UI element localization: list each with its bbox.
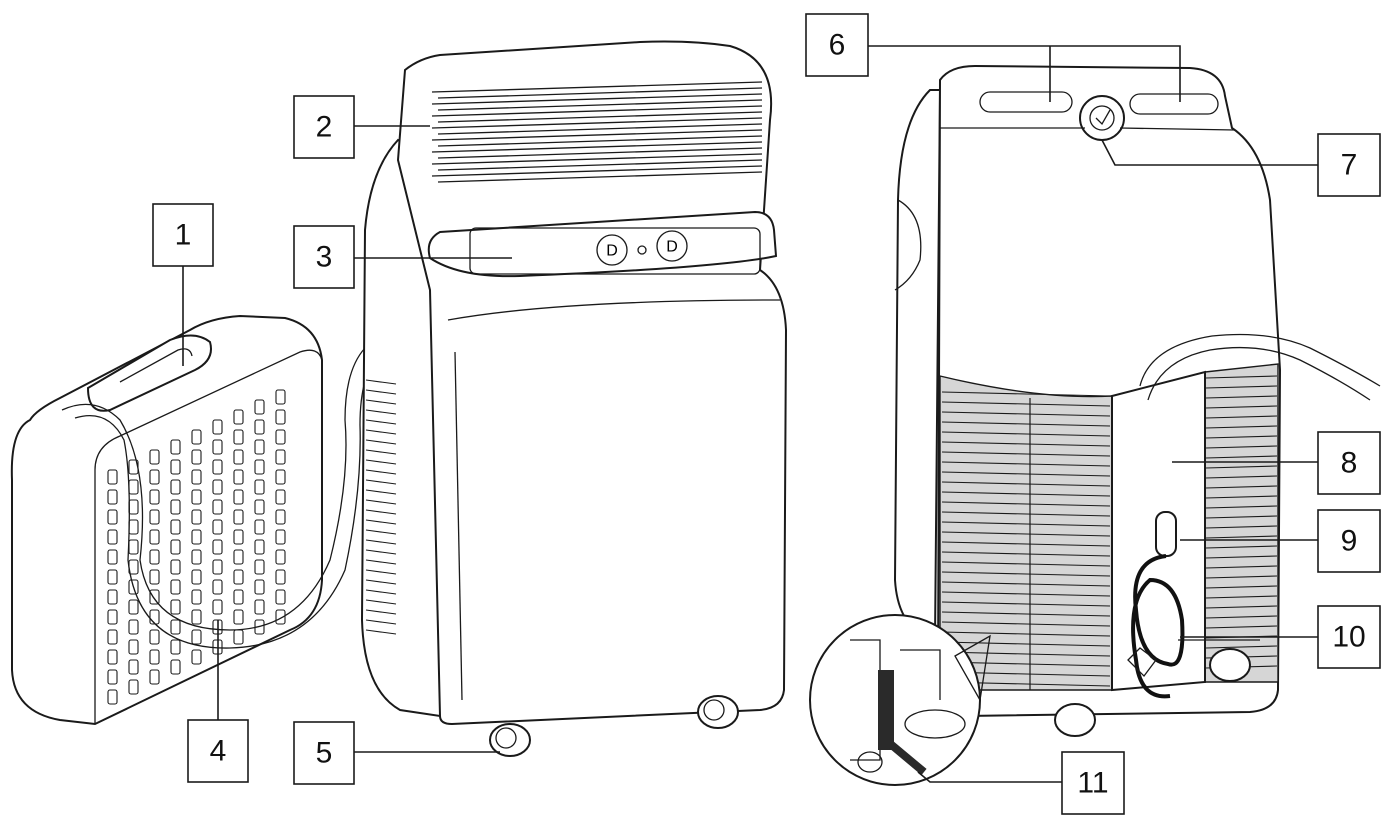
handle-slot-right [1129,93,1219,115]
handle-slot-left [979,91,1073,113]
rear-view-unit [809,64,1381,786]
callout-2-label: 2 [316,111,333,144]
callout-9-label: 9 [1341,525,1358,558]
callout-1-label: 1 [175,219,192,252]
callout-2: 2 [293,95,355,159]
callout-6: 6 [805,13,869,77]
rear-wheels [1054,648,1251,737]
callout-6-label: 6 [829,29,846,62]
callout-1: 1 [152,203,214,267]
svg-text:D: D [606,243,618,260]
svg-text:D: D [666,239,678,256]
rear-air-inlet-grille-right [1204,363,1279,683]
callout-5: 5 [293,721,355,785]
leader-11 [917,771,1062,783]
top-air-outlet-grille [431,81,763,183]
rear-knob-icon [1079,95,1125,141]
control-knob-right-icon [656,230,688,262]
callout-3: 3 [293,225,355,289]
drain-detail-inset [809,614,991,786]
callout-4: 4 [187,719,249,783]
callout-7: 7 [1317,133,1381,197]
callout-8-label: 8 [1341,447,1358,480]
callout-9: 9 [1317,509,1381,573]
front-view-unit: D D [360,40,788,757]
callout-4-label: 4 [210,735,227,768]
rear-air-inlet-grille [939,375,1113,691]
plug-holder-icon [1155,511,1177,557]
panel-vent-grid [107,389,286,705]
leader-7 [1101,139,1318,166]
callout-5-label: 5 [316,737,333,770]
callout-11: 11 [1061,751,1125,815]
leader-6 [868,45,1181,102]
leader-lines [182,45,1318,783]
callout-7-label: 7 [1341,149,1358,182]
callout-11-label: 11 [1077,767,1108,800]
callout-3-label: 3 [316,241,333,274]
callout-boxes: 1 2 3 4 5 6 7 8 [152,13,1381,815]
side-vent-slats [365,379,397,635]
front-wheels [489,695,739,757]
indicator-light-icon [637,245,647,255]
callout-10: 10 [1317,605,1381,669]
callout-10-label: 10 [1332,621,1365,654]
control-knob-left-icon [596,234,628,266]
callout-8: 8 [1317,431,1381,495]
side-panel-unit [10,314,376,726]
